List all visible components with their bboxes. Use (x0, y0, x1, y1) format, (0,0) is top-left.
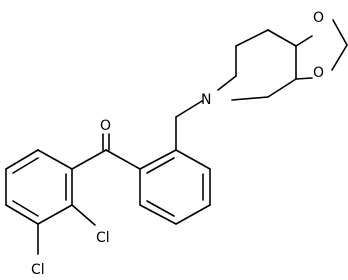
bond (5, 149, 39, 170)
bond (5, 204, 39, 225)
chlorine-3-label: Cl (31, 262, 45, 278)
bond (217, 75, 237, 91)
bond (146, 157, 175, 174)
bond (12, 157, 39, 174)
bond (175, 149, 211, 170)
bond (267, 29, 297, 47)
bond (71, 204, 96, 226)
bond (139, 204, 177, 225)
ketone-oxygen-label: O (100, 118, 111, 134)
bond (175, 100, 203, 118)
bond (105, 149, 141, 170)
bond (37, 204, 73, 225)
bond (175, 204, 211, 225)
bond (235, 29, 269, 47)
bond (146, 200, 175, 217)
bond (332, 19, 348, 46)
bond (37, 149, 73, 170)
bond (331, 44, 348, 71)
dioxolane-oxygen-bottom-label: O (313, 65, 324, 81)
piperidine-nitrogen-label: N (201, 92, 211, 108)
bond (71, 149, 107, 170)
bond (295, 77, 313, 80)
chlorine-2-label: Cl (96, 230, 110, 246)
bond (295, 35, 313, 47)
bond (139, 149, 177, 170)
bond (267, 78, 297, 98)
bond (12, 200, 39, 217)
bonds (5, 19, 348, 255)
dioxolane-oxygen-top-label: O (313, 10, 324, 26)
bond (231, 96, 269, 101)
atom-labels: O N O O Cl Cl (31, 10, 324, 278)
